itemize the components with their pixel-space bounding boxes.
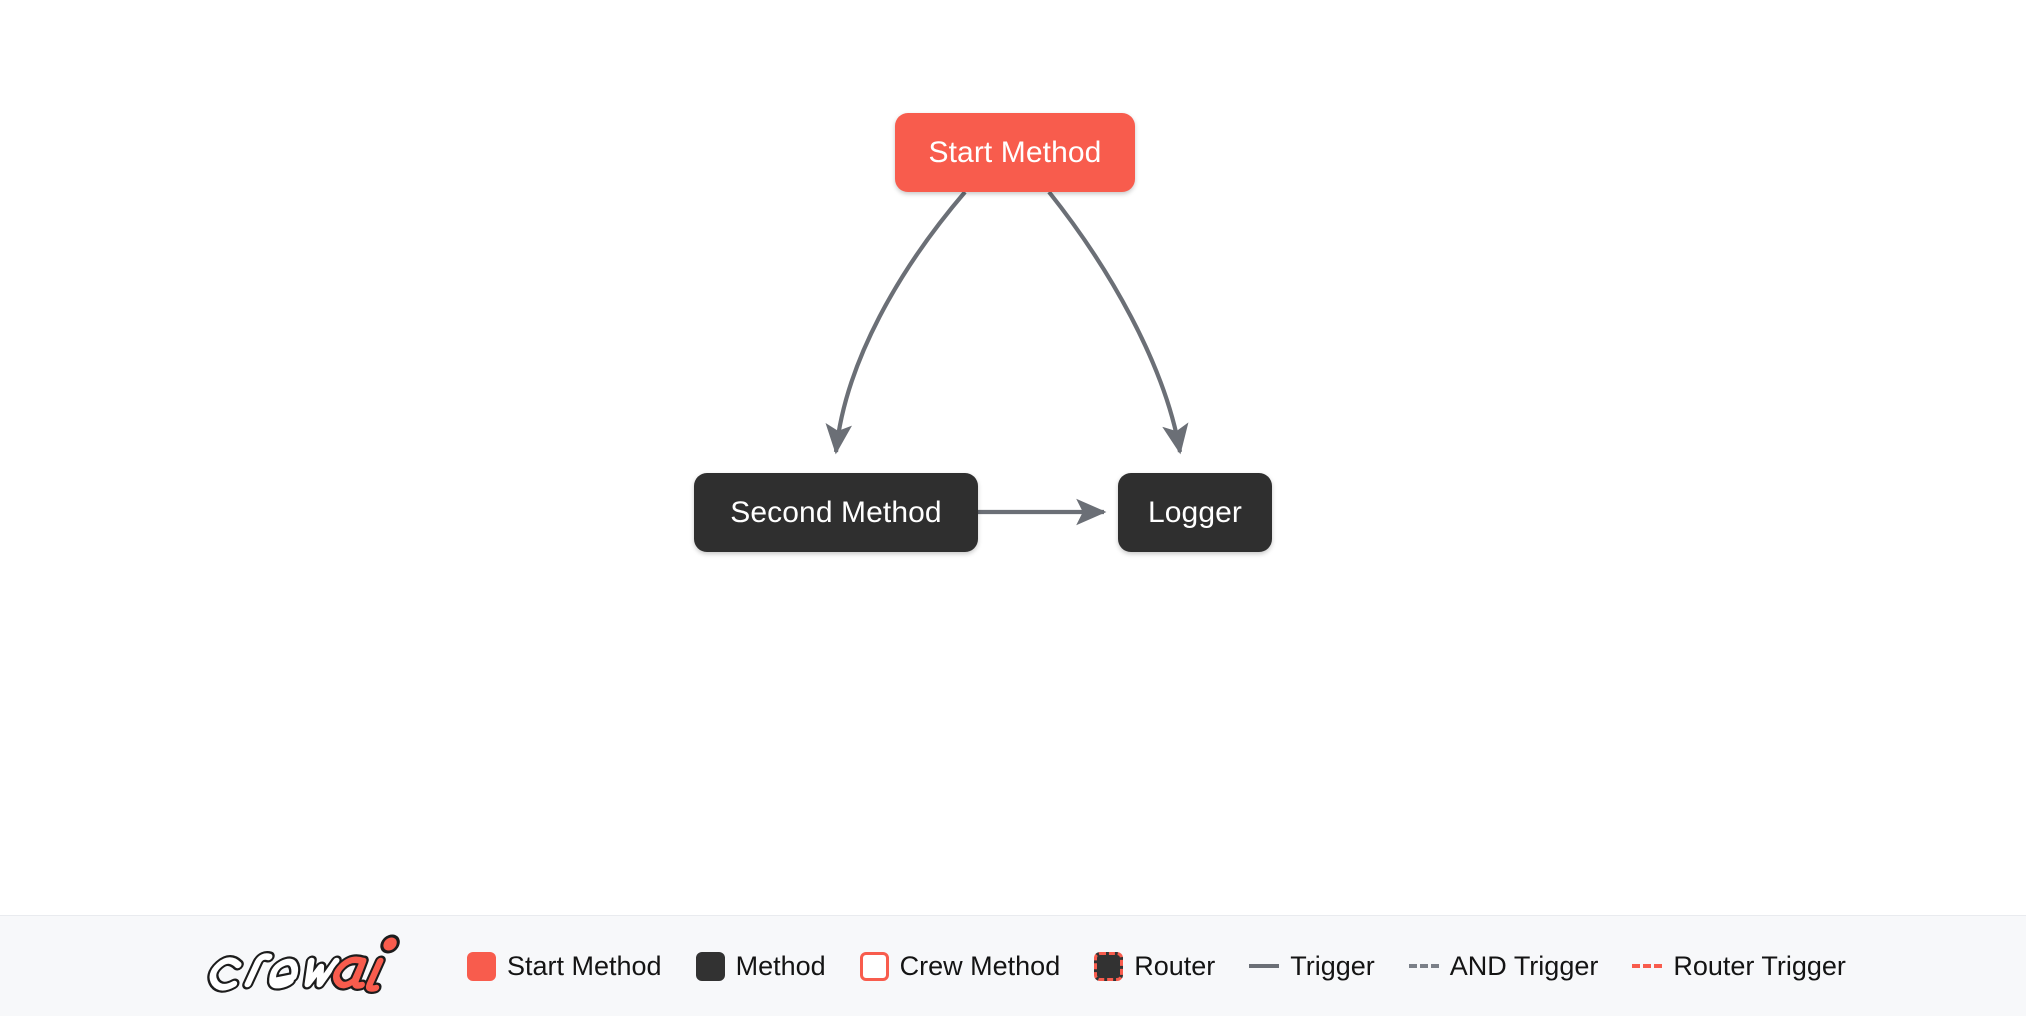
swatch-solid-dark-icon [695,951,725,981]
legend-label-method: Method [735,950,826,981]
legend-label-crew-method: Crew Method [899,950,1061,981]
legend-item-router-trigger: Router Trigger [1632,950,1846,981]
line-solid-gray-icon [1249,964,1280,968]
node-start-method-label: Start Method [928,135,1102,169]
legend-item-router: Router [1094,950,1216,981]
legend-label-start-method: Start Method [507,950,662,981]
line-dashed-red-icon [1632,964,1663,968]
legend-label-trigger: Trigger [1290,950,1375,981]
node-second-method[interactable]: Second Method [694,473,978,552]
line-dashed-gray-icon [1408,964,1439,968]
legend-item-method: Method [695,950,826,981]
edge-start-to-logger [1047,190,1189,455]
legend-item-crew-method: Crew Method [859,950,1061,981]
legend-item-trigger: Trigger [1249,950,1375,981]
crewai-logo [207,934,400,994]
edge-start-to-second [825,190,967,455]
swatch-outline-red-icon [859,951,889,981]
legend-item-start-method: Start Method [467,950,662,981]
node-second-method-label: Second Method [730,495,942,529]
node-logger[interactable]: Logger [1118,473,1272,552]
flow-canvas[interactable]: Start Method Second Method Logger [0,0,2026,915]
swatch-solid-red-icon [467,951,496,981]
swatch-dashed-red-icon [1094,951,1124,981]
legend-label-and-trigger: AND Trigger [1449,950,1599,981]
legend-label-router-trigger: Router Trigger [1673,950,1846,981]
node-start-method[interactable]: Start Method [895,113,1135,192]
legend-label-router: Router [1134,950,1216,981]
legend-bar: Start Method Method Crew Method Router T… [0,915,2026,1016]
legend-items: Start Method Method Crew Method Router T… [467,950,1846,981]
node-logger-label: Logger [1147,495,1242,529]
legend-item-and-trigger: AND Trigger [1408,950,1599,981]
